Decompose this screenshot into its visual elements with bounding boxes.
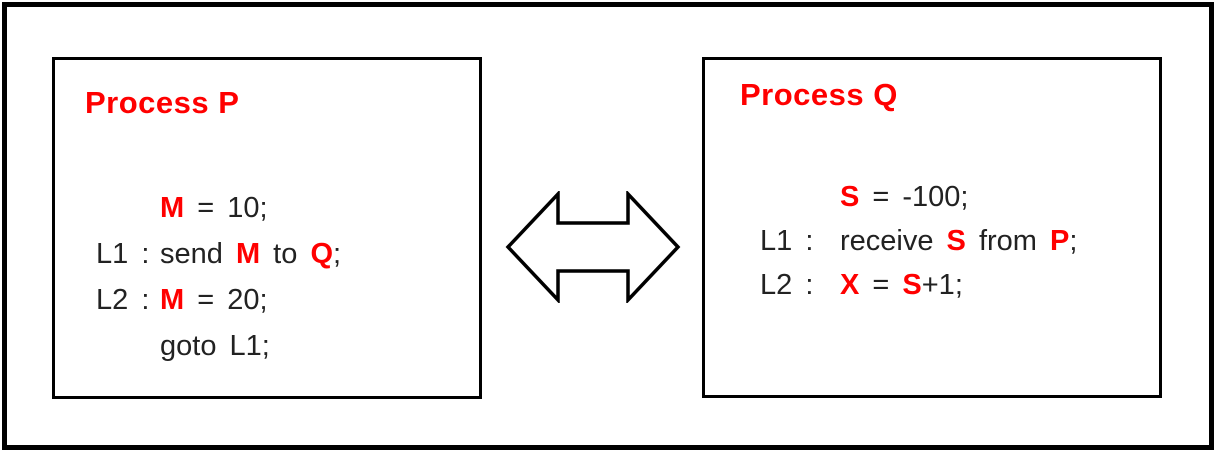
code-line: L2 : X = S+1; — [760, 263, 1159, 307]
line-statement: receive S from P; — [840, 219, 1077, 263]
line-statement: M = 10; — [160, 185, 268, 231]
code-text: +1; — [921, 269, 963, 301]
variable-highlight: M — [235, 238, 261, 270]
code-line: L1 : receive S from P; — [760, 219, 1159, 263]
variable-highlight: S — [902, 269, 922, 301]
code-text: send — [160, 238, 236, 270]
variable-highlight: S — [946, 225, 966, 257]
code-text: = — [859, 269, 903, 301]
code-line: L2 : M = 20; — [96, 277, 479, 323]
code-text: receive — [840, 225, 947, 257]
variable-highlight: P — [1050, 225, 1070, 257]
code-text: from — [965, 225, 1051, 257]
code-text: goto L1; — [160, 330, 270, 362]
variable-highlight: X — [840, 269, 860, 301]
code-line: goto L1; — [96, 323, 479, 369]
code-text: = 10; — [184, 192, 268, 224]
variable-highlight: M — [160, 192, 185, 224]
process-q-title: Process Q — [740, 77, 898, 112]
code-text: ; — [1069, 225, 1078, 257]
line-statement: goto L1; — [160, 323, 270, 369]
code-text: = 20; — [184, 284, 268, 316]
line-label: L1 : — [760, 225, 814, 257]
process-q-code: S = -100;L1 :receive S from P;L2 :X = S+… — [705, 175, 1159, 307]
code-text: = -100; — [859, 181, 969, 213]
variable-highlight: M — [160, 284, 185, 316]
line-label: L2 : — [760, 269, 814, 301]
line-statement: M = 20; — [160, 277, 268, 323]
code-line: M = 10; — [96, 185, 479, 231]
bidirectional-arrow-icon — [505, 191, 681, 303]
line-statement: send M to Q; — [160, 231, 341, 277]
code-text: to — [260, 238, 311, 270]
process-p-box: Process P M = 10;L1 :send M to Q;L2 :M =… — [52, 57, 482, 399]
code-text: ; — [333, 238, 342, 270]
code-line: S = -100; — [760, 175, 1159, 219]
variable-highlight: S — [840, 181, 860, 213]
process-q-box: Process Q S = -100; L1 : receive S from P;… — [702, 57, 1162, 398]
line-label: L1 : — [96, 238, 150, 270]
line-statement: S = -100; — [840, 175, 969, 219]
line-label: L2 : — [96, 284, 150, 316]
line-statement: X = S+1; — [840, 263, 963, 307]
code-line: L1 : send M to Q; — [96, 231, 479, 277]
process-p-title: Process P — [85, 85, 240, 120]
variable-highlight: Q — [310, 238, 333, 270]
process-p-code: M = 10; L1 : send M to Q; L2 : M = 20; goto L… — [55, 185, 479, 369]
